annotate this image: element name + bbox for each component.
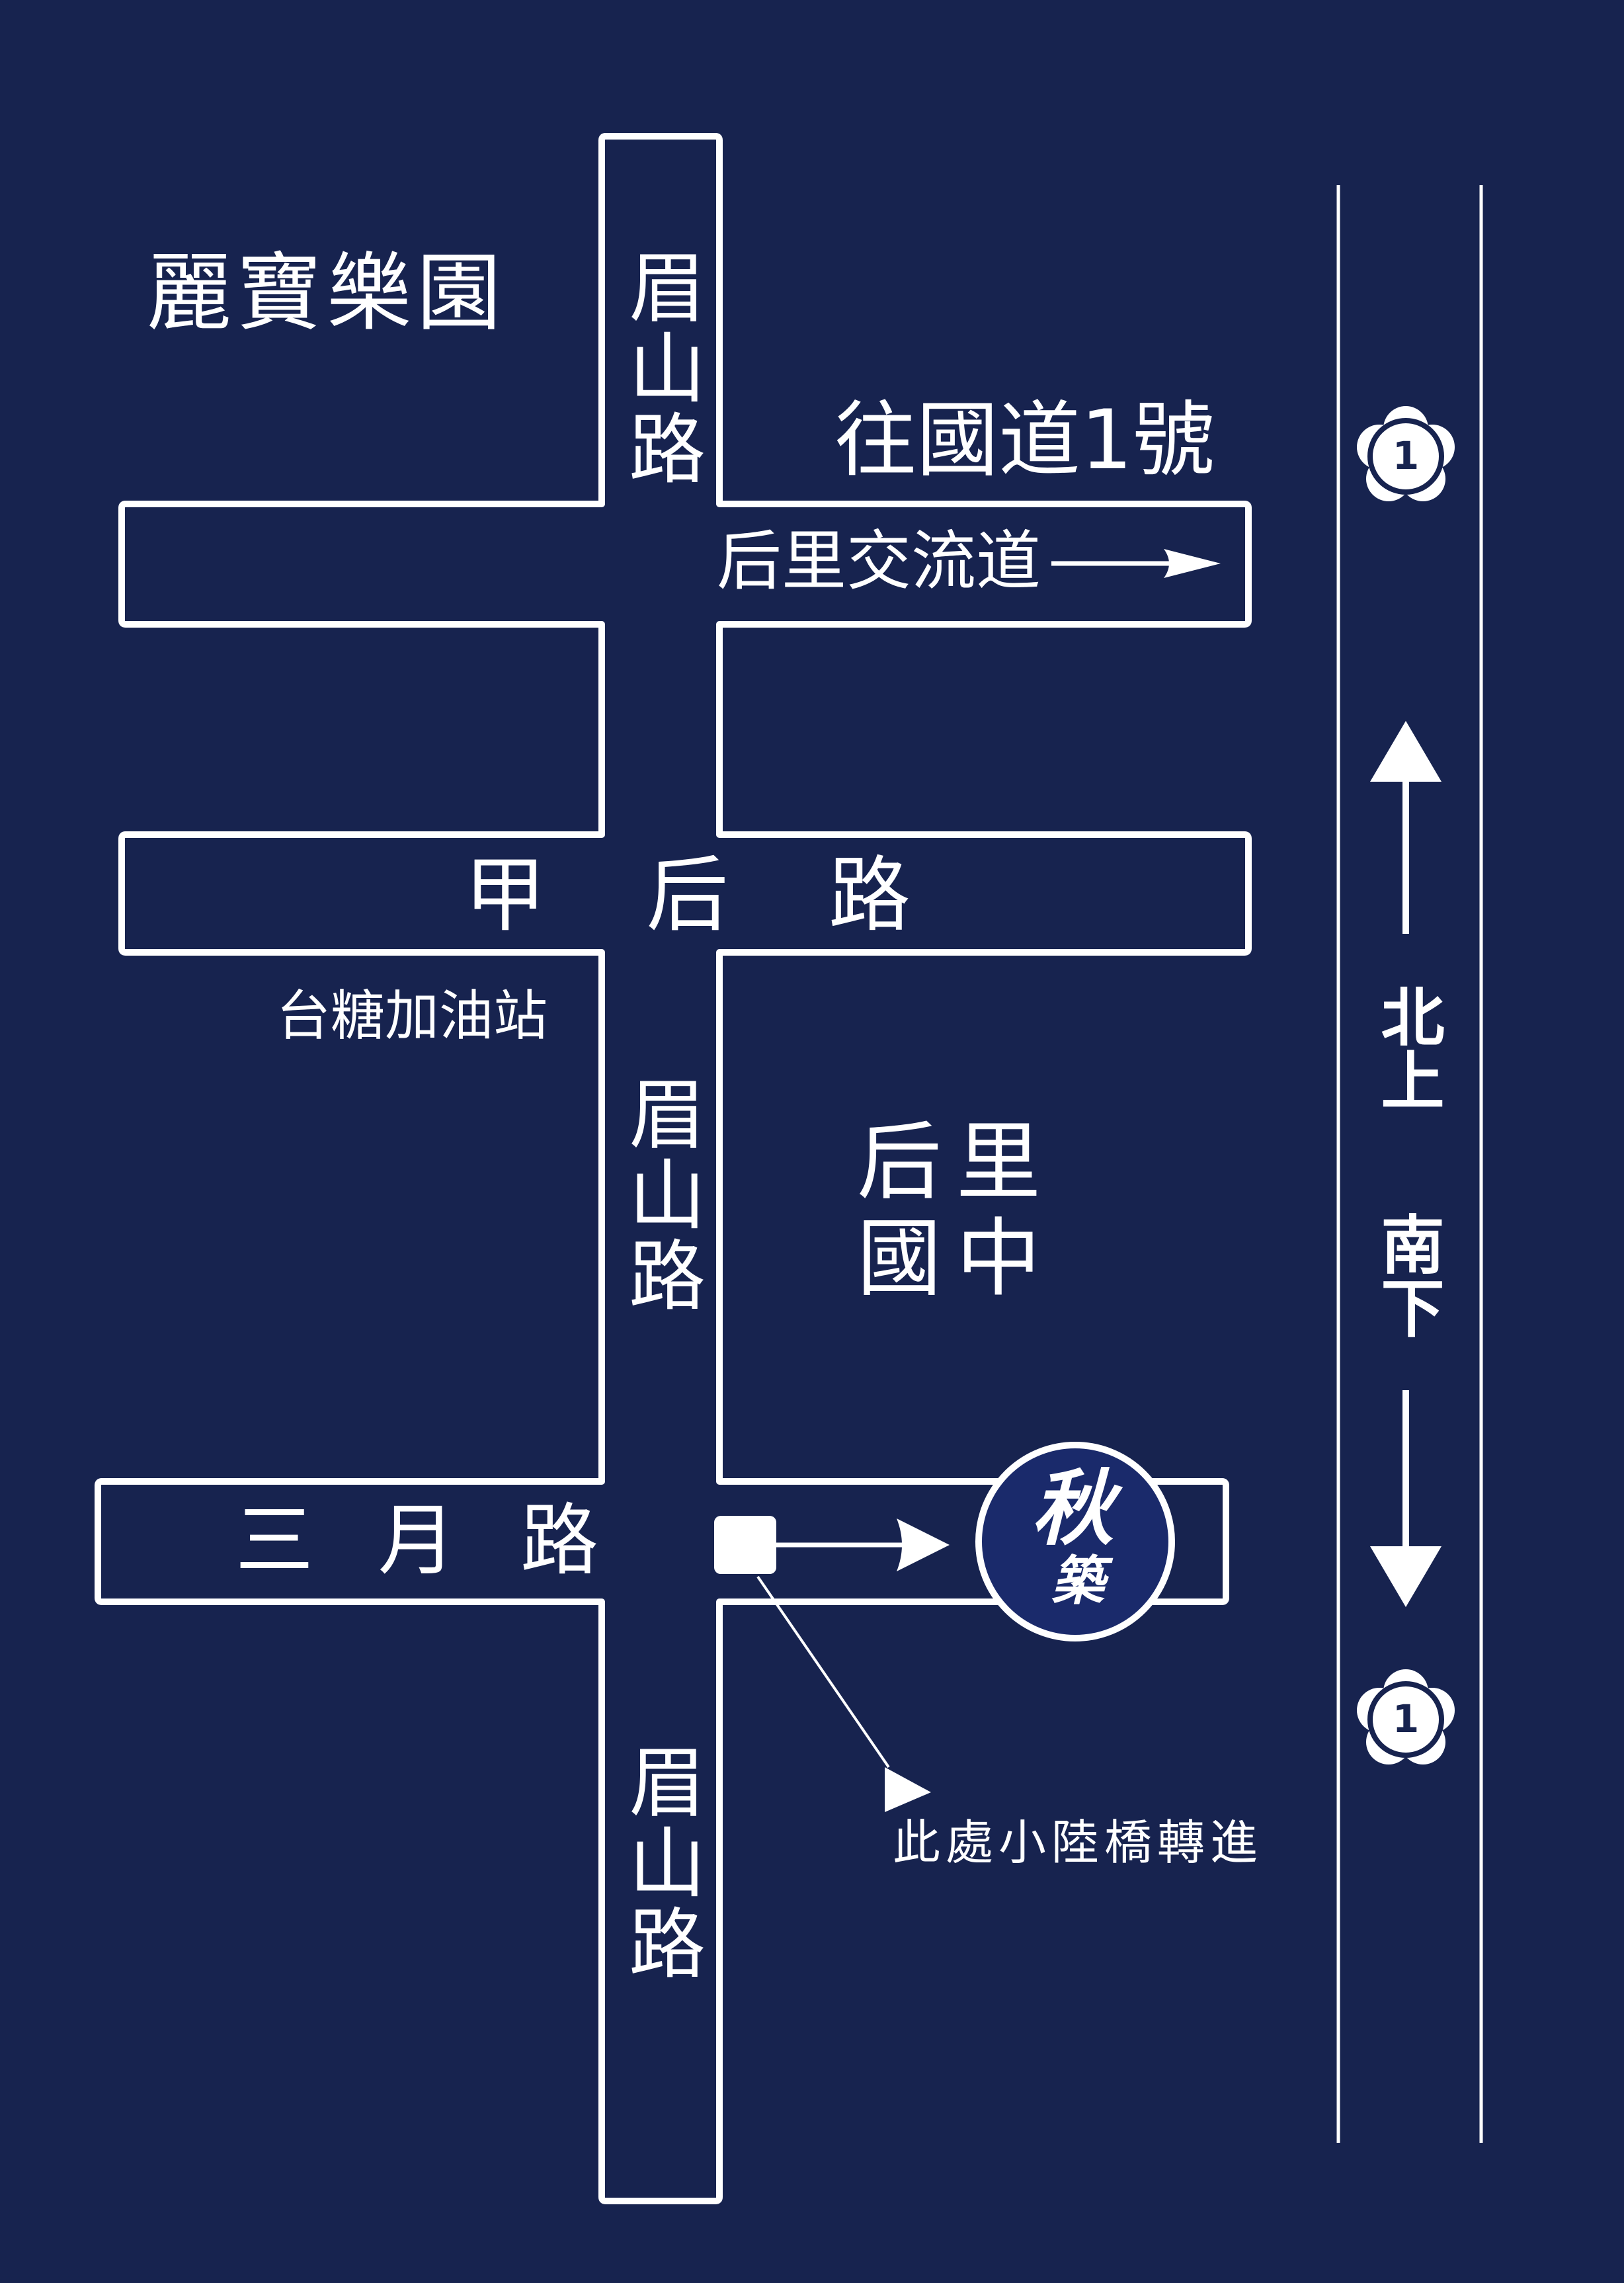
turn-direction-arrow-icon	[776, 1518, 950, 1571]
southbound-arrow-icon	[1370, 1390, 1441, 1607]
northbound-label: 北上	[1370, 984, 1444, 1111]
road-sanyue: 三 月 路	[235, 1495, 619, 1586]
road-meishan-middle: 眉山路	[616, 1074, 705, 1316]
note-pointer-icon	[756, 1575, 931, 1812]
turn-note: 此處小陸橋轉進	[893, 1815, 1264, 1870]
destination-logo-icon	[975, 1442, 1175, 1641]
to-highway-label: 往國道1號	[834, 393, 1215, 488]
road-meishan-north: 眉山路	[616, 247, 705, 489]
turn-marker-icon	[714, 1516, 776, 1574]
landmark-school-line1: 后里	[857, 1113, 1056, 1212]
highway-shield-number-south: 1	[1392, 1696, 1420, 1741]
highway-shield-icon-north	[1357, 406, 1455, 501]
road-jiahou: 甲 后 路	[464, 848, 948, 943]
northbound-arrow-icon	[1370, 721, 1441, 934]
destination-logo-char-1: 秋	[1032, 1461, 1114, 1557]
highway-shield-number-north: 1	[1392, 433, 1420, 478]
interchange-arrow-icon	[1051, 549, 1221, 578]
road-meishan-south: 眉山路	[616, 1742, 705, 1984]
destination-logo-char-2: 築	[1051, 1550, 1104, 1612]
southbound-label: 南下	[1370, 1212, 1444, 1339]
highway-shield-icon-south	[1357, 1669, 1455, 1764]
landmark-gas-station: 台糖加油站	[276, 985, 548, 1048]
landmark-lihpao: 麗寶樂園	[147, 244, 507, 343]
landmark-school-line2: 國中	[857, 1210, 1056, 1308]
road-network	[95, 133, 1252, 2204]
road-houli-interchange: 后里交流道	[717, 524, 1041, 599]
